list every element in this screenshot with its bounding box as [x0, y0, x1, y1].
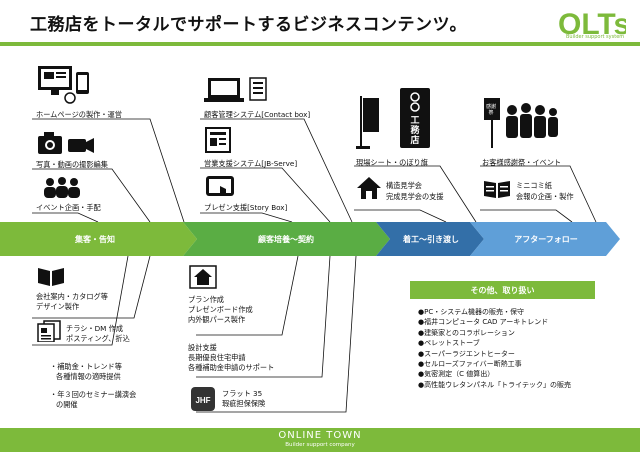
footer-bar: ONLINE TOWN Builder support company [0, 428, 640, 452]
info-label-1: ・補助金・トレンド等 [50, 362, 122, 371]
flat35-label-1: フラット 35 [222, 389, 263, 398]
tablet-touch-icon [206, 176, 234, 196]
col1-item3-label: イベント企画・手配 [36, 203, 101, 212]
footer-brand: ONLINE TOWN [278, 430, 362, 441]
site-sign-text: 工務店 [410, 116, 420, 146]
stage-1-label: 集客・告知 [75, 234, 115, 244]
plan-board-icon [189, 265, 217, 289]
flag-banner-icon [356, 96, 379, 149]
house-icon [357, 177, 381, 199]
document-chart-icon [205, 127, 231, 153]
open-book-icon [484, 181, 510, 198]
other-offerings-list: ●PC・システム機器の販売・保守 ●福井コンピュータ CAD アーキトレンド ●… [418, 307, 571, 390]
seminar-label-1: ・年３回のセミナー講演会 [50, 390, 137, 399]
list-item: ●セルローズファイバー断熱工事 [418, 360, 522, 369]
logo-subtitle: Builder support system [566, 34, 625, 40]
list-item: ●建築家とのコラボレーション [418, 328, 515, 337]
stage-arrows [0, 222, 620, 256]
list-item: ●気密測定（C 値算出） [418, 370, 495, 379]
website-monitor-icon [38, 66, 89, 104]
site-sign-icon [400, 88, 430, 148]
design-label-3: 各種補助金申請のサポート [188, 363, 275, 372]
camera-video-icon [38, 132, 94, 154]
col2-item2-label: 営業支援システム[JB-Serve] [204, 159, 298, 168]
stage-arrow-2 [183, 222, 390, 256]
plan-label-3: 内外観パース製作 [188, 315, 246, 324]
list-item: ●スーパーラジエントヒーター [418, 349, 515, 358]
col2-item3-label: プレゼン支援[Story Box] [204, 203, 288, 212]
plan-label-1: プラン作成 [188, 295, 224, 304]
col3-item2-label-1: 構造見学会 [386, 181, 422, 190]
catalog-label-2: デザイン製作 [36, 302, 80, 311]
list-item: ●福井コンピュータ CAD アーキトレンド [418, 318, 549, 327]
col4-item2-label-2: 会報の企画・製作 [516, 192, 574, 201]
other-offerings-heading: その他、取り扱い [410, 281, 595, 299]
stage-3-label: 着工〜引き渡し [403, 234, 459, 244]
flat35-label-2: 瑕疵担保保険 [222, 399, 266, 408]
event-sign-text: 感謝祭 [485, 104, 496, 116]
col2-item1-label: 顧客管理システム[Contact box] [204, 110, 311, 119]
list-item: ●ペレットストーブ [418, 339, 480, 348]
stage-arrow-3 [376, 222, 484, 256]
logo-text: OLTs [558, 8, 626, 41]
flat35-logo-icon: JHF [191, 387, 215, 411]
col1-item1-label: ホームページの製作・運営 [36, 110, 122, 119]
catalog-label-1: 会社案内・カタログ等 [36, 292, 108, 301]
seminar-label-2: の開催 [56, 400, 78, 409]
list-item: ●高性能ウレタンパネル「トライテック」の販売 [418, 380, 571, 389]
flyer-documents-icon [37, 320, 61, 342]
col3-item1-label: 現場シート・のぼり旗 [356, 158, 428, 167]
header-divider [0, 42, 640, 46]
people-group-icon [44, 177, 80, 198]
catalog-book-icon [38, 268, 64, 286]
design-label-1: 設計支援 [188, 343, 217, 352]
event-crowd-icon [484, 98, 558, 148]
col4-item1-label: お客様感謝祭・イベント [482, 158, 562, 167]
page-title: 工務店をトータルでサポートするビジネスコンテンツ。 [30, 15, 467, 35]
flyer-label-1: チラシ・DM 作成 [66, 324, 124, 333]
olts-logo: OLTs [558, 8, 626, 41]
footer-subtitle: Builder support company [285, 442, 355, 448]
stage-arrow-4 [470, 222, 620, 256]
plan-label-2: プレゼンボード作成 [188, 305, 253, 314]
col1-item2-label: 写真・動画の撮影編集 [36, 160, 108, 169]
laptop-document-icon [204, 77, 267, 102]
info-label-2: 各種情報の適時提供 [56, 372, 121, 381]
design-label-2: 長期優良住宅申請 [188, 353, 246, 362]
col4-item2-label-1: ミニコミ紙 [516, 181, 552, 190]
stage-2-label: 顧客培養〜契約 [258, 234, 314, 244]
stage-4-label: アフターフォロー [514, 234, 578, 244]
list-item: ●PC・システム機器の販売・保守 [418, 308, 525, 316]
flat35-logo-text: JHF [195, 396, 210, 405]
stage-arrow-1 [0, 222, 197, 256]
col3-item2-label-2: 完成見学会の支援 [386, 192, 444, 201]
flyer-label-2: ポスティング、折込 [66, 334, 130, 343]
